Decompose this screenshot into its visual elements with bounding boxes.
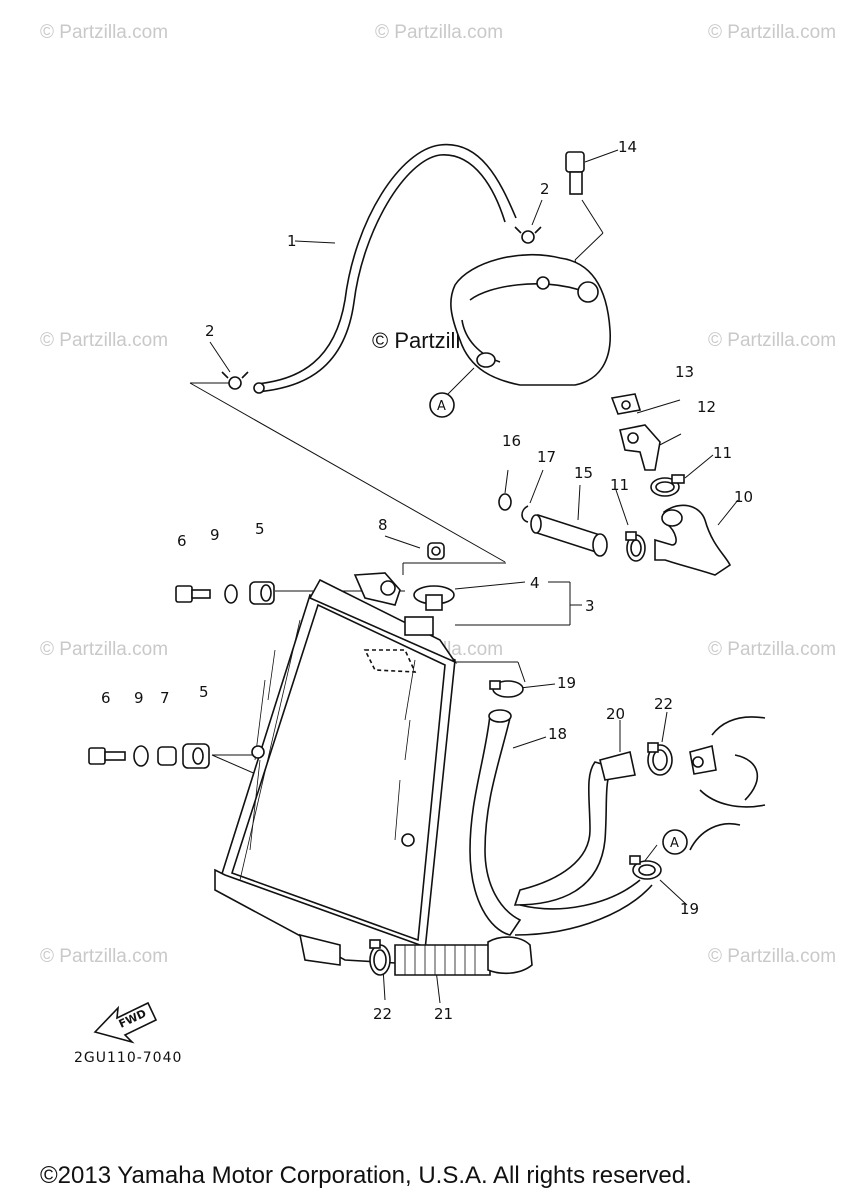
watermark: © Partzilla.com — [708, 22, 836, 43]
reference-marker — [662, 829, 688, 855]
callout-7: 7 — [160, 689, 170, 707]
bolt — [88, 747, 126, 765]
outlet-joint — [619, 424, 661, 471]
callout-22: 22 — [373, 1005, 392, 1023]
diagram-code: 2GU110-7040 — [74, 1050, 182, 1066]
callout-5: 5 — [199, 683, 209, 701]
reference-label: A — [437, 399, 446, 414]
circlip — [521, 505, 529, 523]
callout-19: 19 — [680, 900, 699, 918]
damper — [182, 743, 210, 769]
coolant-reservoir — [450, 254, 611, 386]
radiator — [214, 572, 458, 966]
return-hose — [513, 761, 617, 906]
forward-arrow-icon: FWD — [93, 1001, 158, 1044]
callout-8: 8 — [378, 516, 388, 534]
hose-clamp — [489, 680, 524, 698]
callout-numbers: 1 2 2 3 4 5 5 6 6 7 8 9 9 10 11 11 12 13… — [101, 138, 753, 1023]
washer — [133, 745, 149, 767]
callout-6: 6 — [101, 689, 111, 707]
callout-3: 3 — [585, 597, 595, 615]
callout-1: 1 — [287, 232, 297, 250]
hose-clip — [514, 226, 542, 244]
damper — [249, 581, 275, 605]
callout-9: 9 — [134, 689, 144, 707]
hose-clamp — [625, 531, 646, 562]
hose-clamp — [650, 474, 685, 497]
callout-19: 19 — [557, 674, 576, 692]
callout-14: 14 — [618, 138, 637, 156]
watermark: © Partzilla.com — [708, 330, 836, 351]
collar — [157, 746, 177, 766]
reference-label: A — [670, 836, 679, 851]
watermark: © Partzilla.com — [40, 22, 168, 43]
hose-clamp — [369, 939, 391, 976]
callout-17: 17 — [537, 448, 556, 466]
hose-clamp — [629, 855, 662, 880]
callout-9: 9 — [210, 526, 220, 544]
hose-clamp — [647, 742, 673, 776]
water-pipe — [533, 513, 601, 554]
watermark: © Partzilla.com — [708, 639, 836, 660]
overflow-hose — [255, 143, 517, 385]
callout-4: 4 — [530, 574, 540, 592]
callout-18: 18 — [548, 725, 567, 743]
callout-22: 22 — [654, 695, 673, 713]
bolt — [175, 585, 211, 603]
watermark: © Partzilla.com — [375, 22, 503, 43]
callout-5: 5 — [255, 520, 265, 538]
watermark: © Partzilla.com — [40, 946, 168, 967]
callout-20: 20 — [606, 705, 625, 723]
callout-6: 6 — [177, 532, 187, 550]
gasket — [610, 393, 642, 415]
callout-16: 16 — [502, 432, 521, 450]
watermark: © Partzilla.com — [708, 946, 836, 967]
watermark: © Partzilla.com — [40, 639, 168, 660]
callout-11: 11 — [713, 444, 732, 462]
o-ring — [498, 493, 512, 511]
engine-outlet — [689, 716, 766, 851]
callout-2: 2 — [205, 322, 215, 340]
watermark: © Partzilla.com — [40, 330, 168, 351]
reference-marker — [429, 392, 455, 418]
grommet — [427, 542, 445, 560]
copyright-notice: ©2013 Yamaha Motor Corporation, U.S.A. A… — [40, 1162, 692, 1189]
callout-12: 12 — [697, 398, 716, 416]
bolt — [565, 151, 585, 195]
washer — [224, 584, 238, 604]
overflow-hose-edge — [255, 154, 506, 393]
callout-11: 11 — [610, 476, 629, 494]
radiator-cap — [413, 585, 455, 611]
hose-clip — [221, 371, 249, 390]
callout-10: 10 — [734, 488, 753, 506]
callout-13: 13 — [675, 363, 694, 381]
corrugated-hose — [394, 936, 533, 976]
callout-15: 15 — [574, 464, 593, 482]
radiator-hose — [469, 714, 522, 936]
hose-end — [253, 382, 265, 394]
callout-2: 2 — [540, 180, 550, 198]
callout-21: 21 — [434, 1005, 453, 1023]
